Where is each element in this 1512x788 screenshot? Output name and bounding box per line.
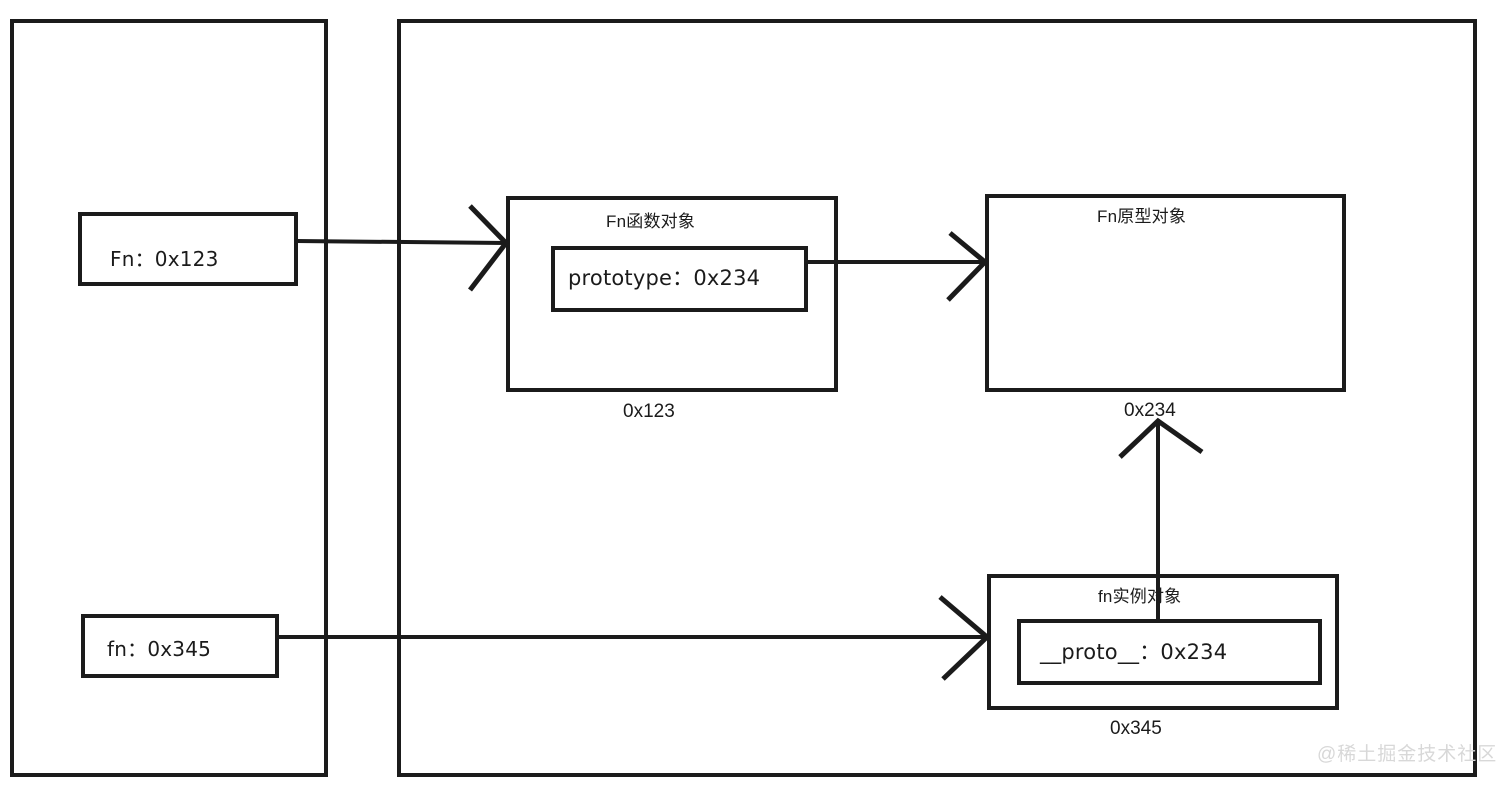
fn-prototype-object-title: Fn原型对象: [1097, 207, 1187, 226]
arrow-prototype-to-prototype-object: [806, 231, 989, 302]
fn-constructor-variable-label: Fn：0x123: [110, 247, 219, 271]
stack-frame: [10, 19, 328, 777]
fn-prototype-object-address: 0x234: [1124, 400, 1176, 421]
fn-function-object-title: Fn函数对象: [606, 212, 696, 231]
arrow-fn-var-to-instance-object: [277, 595, 991, 681]
heap-frame: [397, 19, 1477, 777]
fn-function-object-address: 0x123: [623, 401, 675, 422]
arrow-fn-var-to-function-object: [295, 204, 510, 292]
proto-property-label: __proto__：0x234: [1040, 640, 1228, 664]
fn-instance-variable-label: fn：0x345: [107, 637, 212, 661]
fn-instance-object-title: fn实例对象: [1098, 587, 1182, 606]
watermark: @稀土掘金技术社区: [1317, 744, 1498, 765]
prototype-property-label: prototype：0x234: [568, 266, 761, 290]
fn-instance-object-address: 0x345: [1110, 718, 1162, 739]
